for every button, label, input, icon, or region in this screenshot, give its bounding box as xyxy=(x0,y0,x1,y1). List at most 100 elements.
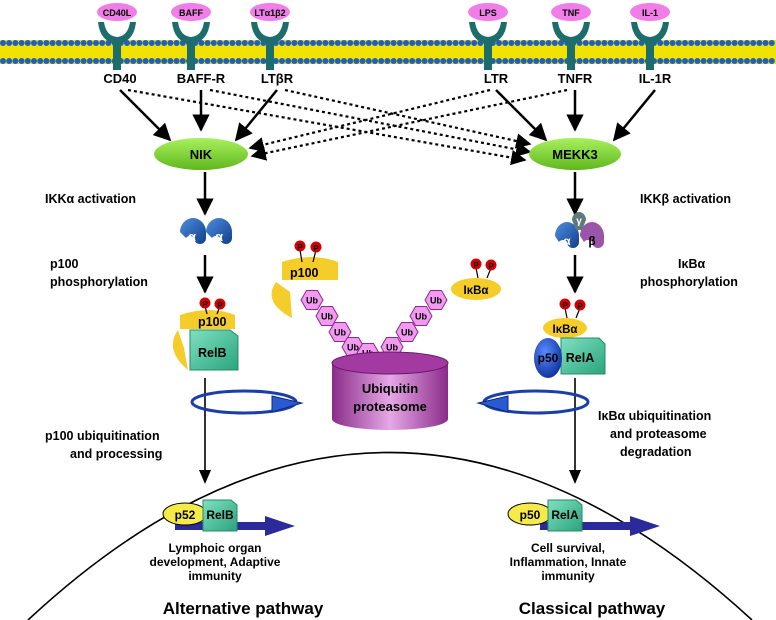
cycle-arrow-right xyxy=(476,389,590,415)
ikba-ubiq-label-1: IκBα ubiquitination xyxy=(598,409,711,423)
ikba-p50-rela-complex: IκBα p50 RelA P P xyxy=(534,298,606,378)
ikk-gamma-label: γ xyxy=(576,216,582,227)
outcome-right-2: Inflammation, Innate xyxy=(510,555,627,569)
outcome-left-2: development, Adaptive xyxy=(150,555,281,569)
receptor-label-baff-r: BAFF-R xyxy=(177,71,226,86)
svg-text:Ub: Ub xyxy=(430,296,442,306)
phospho-center-3: P xyxy=(473,261,479,270)
ligand-label-5: TNF xyxy=(562,8,580,18)
svg-text:Ub: Ub xyxy=(334,328,346,338)
p100-phos-label-2: phosphorylation xyxy=(50,275,148,289)
svg-text:Ub: Ub xyxy=(415,312,427,322)
svg-text:Ub: Ub xyxy=(401,328,413,338)
nik-label: NIK xyxy=(190,147,213,162)
ikba-phos-label-2: phosphorylation xyxy=(640,275,738,289)
alpha-subunit-left: α xyxy=(188,229,196,244)
receptor-4: LPS xyxy=(468,3,508,70)
cycle-arrow-left xyxy=(190,389,304,415)
receptors: CD40L BAFF LTα1β2 LPS TNF IL-1 xyxy=(97,3,670,70)
receptor-labels: CD40 BAFF-R LTβR LTR TNFR IL-1R xyxy=(103,71,671,86)
receptor-3: LTα1β2 xyxy=(250,3,290,70)
nuclear-membrane xyxy=(27,451,753,620)
ikk-complex: α β γ xyxy=(555,212,604,248)
processing-arrowheads xyxy=(199,470,581,484)
ubiquitin-7: Ub xyxy=(395,322,419,342)
svg-text:Ub: Ub xyxy=(386,343,398,353)
crosstalk-arrows xyxy=(127,88,568,166)
ligand-6: IL-1 xyxy=(630,3,670,21)
outcome-right-1: Cell survival, xyxy=(531,541,605,555)
phospho-center-4: P xyxy=(488,262,494,271)
phospho-left-2: P xyxy=(217,301,223,310)
receptor-label-cd40: CD40 xyxy=(103,71,136,86)
p52-label: p52 xyxy=(175,508,196,522)
receptor-6: IL-1 xyxy=(630,3,670,70)
phospho-right-2: P xyxy=(577,302,583,311)
receptor-label-ltr: LTR xyxy=(484,71,509,86)
ikka-activation-label: IKKα activation xyxy=(45,192,136,206)
p100-label-left: p100 xyxy=(198,315,227,329)
activation-arrows xyxy=(119,89,656,142)
relb-label-left: RelB xyxy=(198,346,226,360)
ligand-1: CD40L xyxy=(97,3,137,21)
p100-ubiq-label-2: and processing xyxy=(70,447,162,461)
outcome-left-3: immunity xyxy=(188,569,242,583)
mekk3-label: MEKK3 xyxy=(552,147,598,162)
ikk-beta-label: β xyxy=(588,234,595,248)
ubiquitin-proteasome: Ubiquitin proteasome xyxy=(331,351,449,430)
outcome-right-3: immunity xyxy=(541,569,595,583)
p100-ubiq-label-1: p100 ubiquitination xyxy=(45,429,160,443)
ligand-label-2: BAFF xyxy=(179,8,203,18)
ikka-dimer: α α xyxy=(180,218,232,244)
p100-phos-label-1: p100 xyxy=(50,257,79,271)
alpha-subunit-right: α xyxy=(215,229,223,244)
ligand-5: TNF xyxy=(551,3,591,21)
receptor-label-il1r: IL-1R xyxy=(639,71,672,86)
nik-kinase: NIK xyxy=(154,138,248,170)
ikba-phos-label-1: IκBα xyxy=(678,257,705,271)
ubiquitinated-ikba: IκBα P P xyxy=(451,258,501,300)
rela-label-nucleus: RelA xyxy=(551,508,579,522)
svg-text:Ub: Ub xyxy=(321,312,333,322)
ligand-4: LPS xyxy=(468,3,508,21)
receptor-label-ltbr: LTβR xyxy=(261,71,294,86)
ikba-label-center: IκBα xyxy=(464,285,489,297)
proteasome-line1: Ubiquitin xyxy=(362,381,418,396)
receptor-label-tnfr: TNFR xyxy=(558,71,593,86)
ligand-label-4: LPS xyxy=(479,8,497,18)
ligand-2: BAFF xyxy=(171,3,211,21)
p100-relb-complex: p100 RelB P P xyxy=(172,297,239,371)
ikkb-activation-label: IKKβ activation xyxy=(640,192,731,206)
rela-label-right: RelA xyxy=(566,351,594,365)
ikba-label-right: IκBα xyxy=(553,324,578,336)
cascade-arrows xyxy=(196,172,584,294)
outcome-left-1: Lymphoic organ xyxy=(169,541,262,555)
ligand-label-6: IL-1 xyxy=(642,8,658,18)
receptor-5: TNF xyxy=(551,3,591,70)
phospho-left-1: P xyxy=(202,300,208,309)
ubiquitin-8: Ub xyxy=(409,306,433,326)
ubiquitin-1: Ub xyxy=(300,290,324,310)
p50-label-nucleus: p50 xyxy=(520,508,541,522)
ligand-label-1: CD40L xyxy=(103,8,132,18)
outcome-labels: Lymphoic organ development, Adaptive imm… xyxy=(150,541,627,583)
phospho-center-2: P xyxy=(313,244,319,253)
alternative-pathway-title: Alternative pathway xyxy=(163,599,324,618)
ikba-ubiq-label-3: degradation xyxy=(620,445,692,459)
ligand-label-3: LTα1β2 xyxy=(254,8,285,18)
ligand-3: LTα1β2 xyxy=(250,3,290,21)
phospho-center-1: P xyxy=(297,243,303,252)
mekk3-kinase: MEKK3 xyxy=(529,138,621,170)
receptor-1: CD40L xyxy=(97,3,137,70)
svg-text:Ub: Ub xyxy=(347,343,359,353)
ubiquitinated-p100: p100 P P xyxy=(271,240,338,318)
p100-label-center: p100 xyxy=(290,266,319,280)
phospho-right-1: P xyxy=(562,301,568,310)
ikba-ubiq-label-2: and proteasome xyxy=(610,427,707,441)
ikk-alpha-label: α xyxy=(563,234,571,248)
svg-text:Ub: Ub xyxy=(306,296,318,306)
receptor-2: BAFF xyxy=(171,3,211,70)
side-labels: IKKα activation IKKβ activation p100 pho… xyxy=(45,192,738,461)
